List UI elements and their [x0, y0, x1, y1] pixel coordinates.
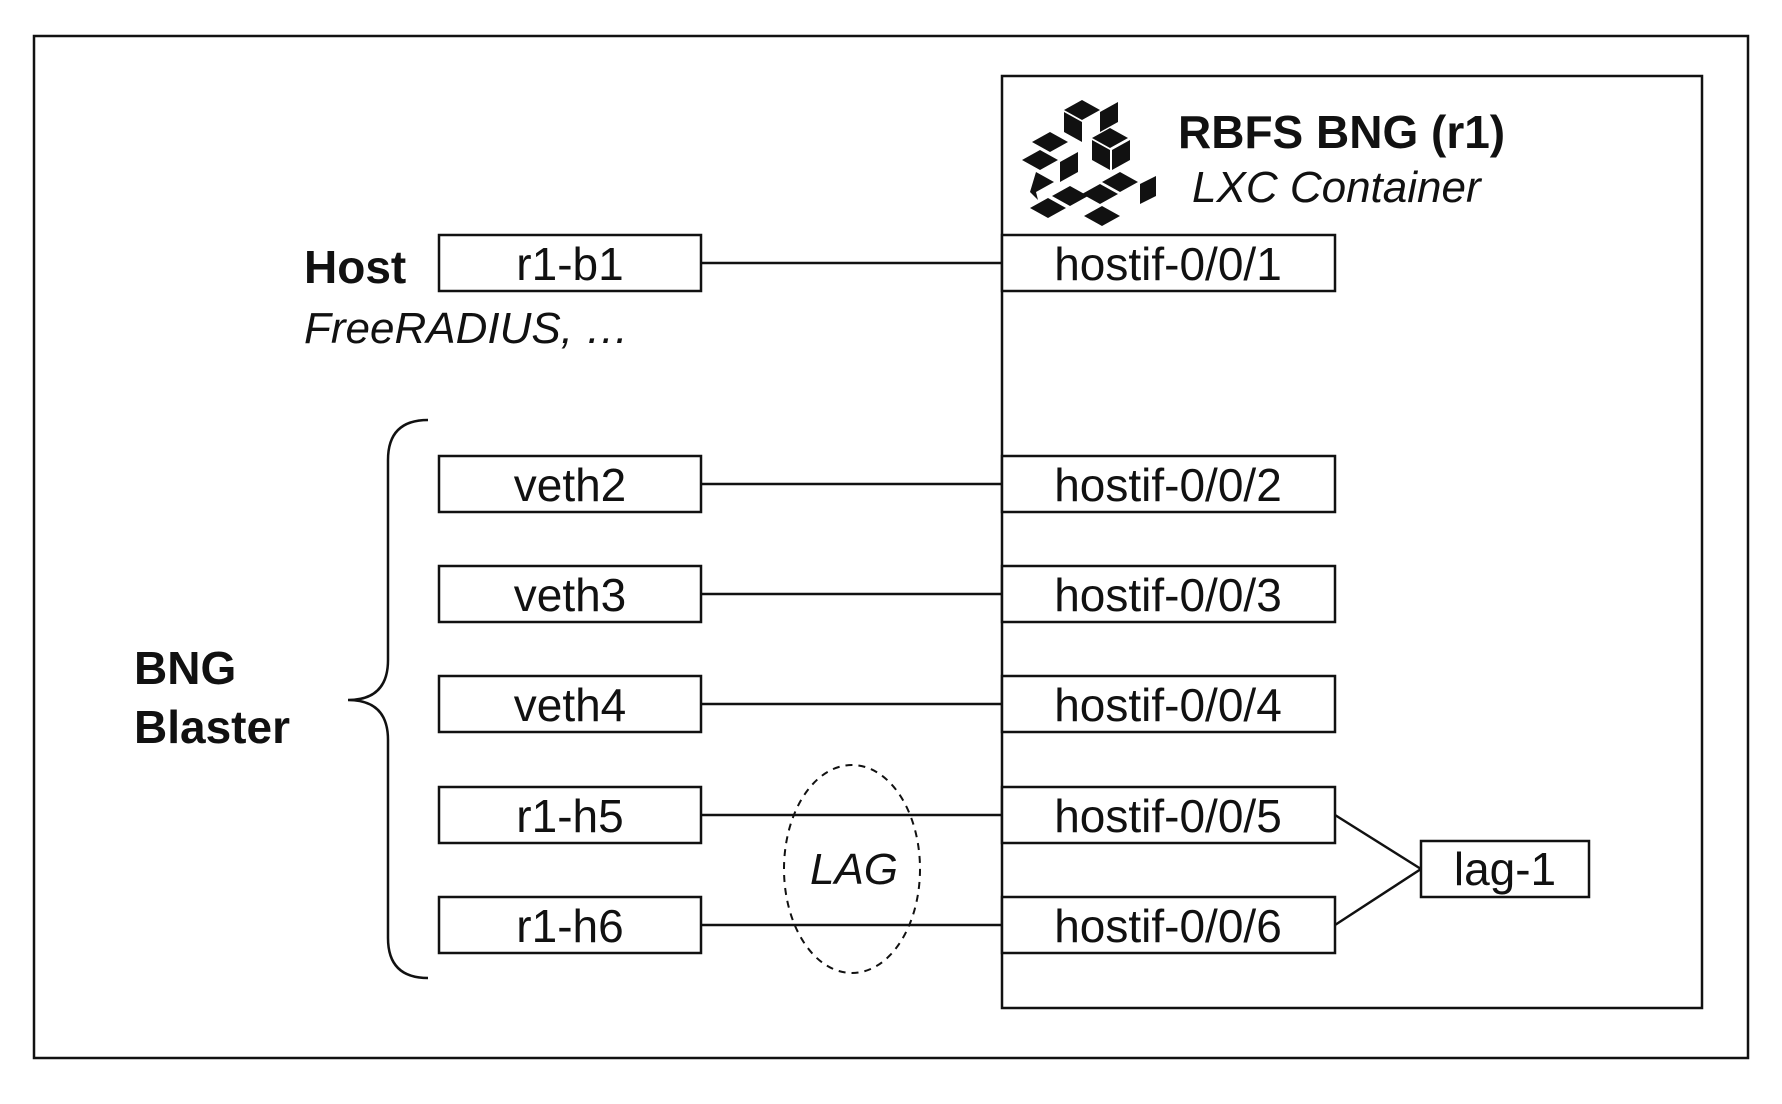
hostif-box-6: [1000, 895, 1337, 955]
port-box-r1-h5: [437, 785, 703, 845]
hostif-label: hostif-0/0/5: [1054, 790, 1282, 842]
rtbrick-cubes-icon: [1022, 100, 1156, 226]
left-ports: r1-b1 veth2 veth3 veth4 r1-h5 r1-h6: [437, 233, 703, 955]
host-label: Host: [304, 241, 406, 293]
hostif-box-5: [1000, 785, 1337, 845]
host-subtitle: FreeRADIUS, …: [304, 304, 629, 353]
hostif-label: hostif-0/0/1: [1054, 238, 1282, 290]
hostif-label: hostif-0/0/4: [1054, 679, 1282, 731]
lag-interface-label: lag-1: [1454, 843, 1556, 895]
port-label: veth4: [514, 679, 627, 731]
port-box-veth4: [437, 674, 703, 734]
lag-link-6: [1334, 867, 1422, 927]
lag-ellipse: [783, 764, 921, 974]
right-ports: hostif-0/0/1 hostif-0/0/2 hostif-0/0/3 h…: [1000, 233, 1337, 955]
container-subtitle: LXC Container: [1192, 163, 1483, 212]
container-frame: [1000, 74, 1704, 1010]
hostif-box-2: [1000, 454, 1337, 514]
bng-blaster-label-line1: BNG: [134, 642, 236, 694]
port-label: veth3: [514, 569, 627, 621]
port-label: r1-h6: [516, 900, 623, 952]
port-box-veth3: [437, 564, 703, 624]
outer-frame: [32, 34, 1750, 1060]
port-links: [701, 261, 1422, 927]
hostif-box-1: [1000, 233, 1337, 293]
lag-link-5: [1334, 813, 1422, 871]
port-box-r1-h6: [437, 895, 703, 955]
hostif-label: hostif-0/0/2: [1054, 459, 1282, 511]
hostif-box-4: [1000, 674, 1337, 734]
bng-blaster-label-line2: Blaster: [134, 701, 290, 753]
port-label: r1-h5: [516, 790, 623, 842]
port-box-veth2: [437, 454, 703, 514]
hostif-box-3: [1000, 564, 1337, 624]
port-box-r1-b1: [437, 233, 703, 293]
lag-label: LAG: [810, 845, 898, 894]
blaster-brace: [347, 418, 429, 980]
hostif-label: hostif-0/0/6: [1054, 900, 1282, 952]
port-label: r1-b1: [516, 238, 623, 290]
port-label: veth2: [514, 459, 627, 511]
lag-interface-box: [1419, 839, 1591, 899]
hostif-label: hostif-0/0/3: [1054, 569, 1282, 621]
container-title: RBFS BNG (r1): [1178, 106, 1505, 158]
